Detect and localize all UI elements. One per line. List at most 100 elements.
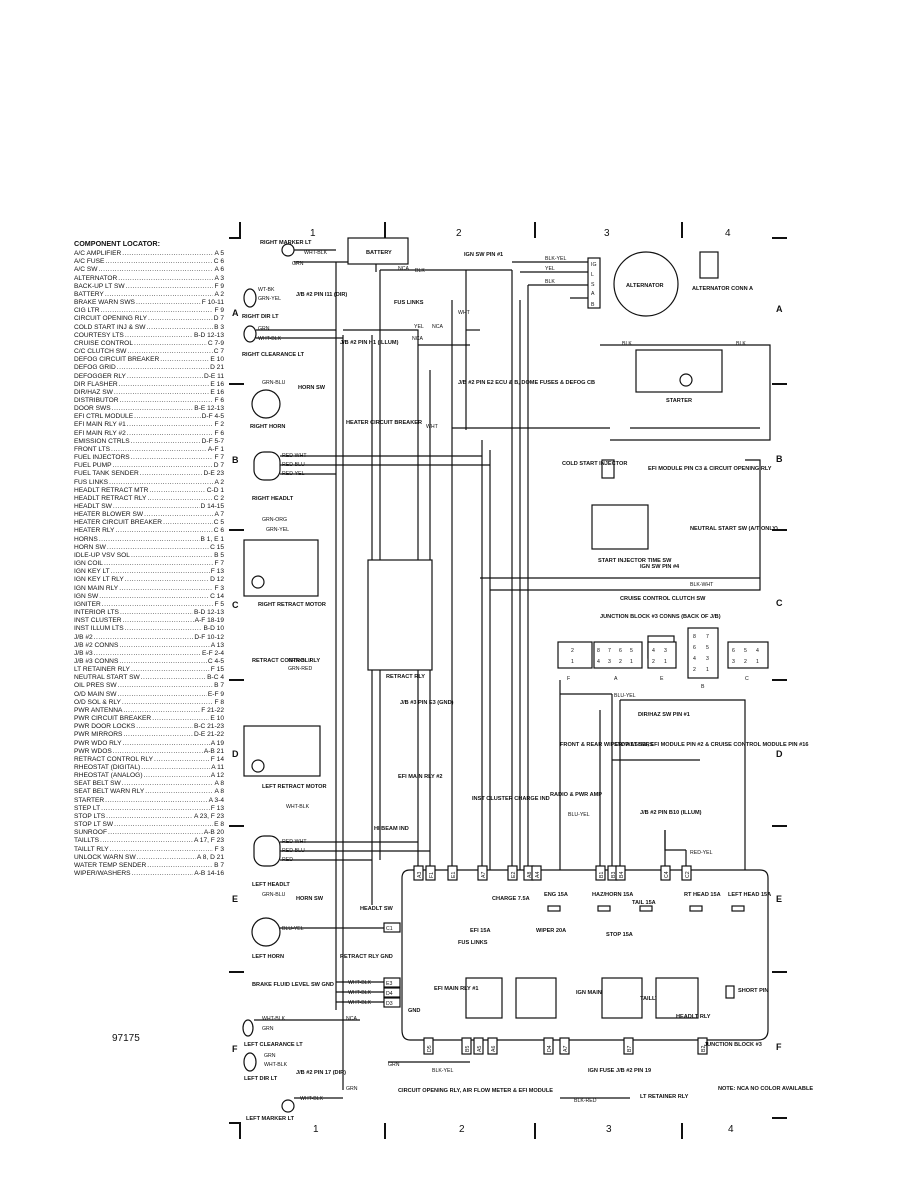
fuse-stop-label: STOP 15A xyxy=(606,932,633,938)
col-label-4-bottom: 4 xyxy=(728,1124,734,1135)
wire-label-wht-blk-9: WHT-BLK xyxy=(300,1096,324,1102)
right-front-lights: RIGHT MARKER LT WHT-BLK GRN WT-BK GRN-YE… xyxy=(242,240,399,358)
locator-component-name: J/B #3 xyxy=(74,649,93,657)
locator-component-name: PWR WDOS xyxy=(74,747,112,755)
locator-grid-ref: A 8 xyxy=(214,780,224,788)
pin-terminal xyxy=(531,865,542,881)
jb3-top-pin-label: B1 xyxy=(599,872,605,878)
locator-row: SEAT BELT WARN RLYA 8 xyxy=(74,788,224,796)
locator-grid-ref: C 7-9 xyxy=(207,339,224,347)
starter-label: STARTER xyxy=(666,398,692,404)
locator-component-name: J/B #3 CONNS xyxy=(74,657,119,665)
conn-f-pin-1: 1 xyxy=(571,659,574,665)
locator-row: HEADLT RETRACT RLYC 2 xyxy=(74,495,224,503)
corner-mark-top-left xyxy=(229,222,241,239)
battery: BATTERY NCA BLK FUS LINKS YEL NCA NCA xyxy=(347,237,443,342)
locator-component-name: FRONT LTS xyxy=(74,445,111,453)
starter-box xyxy=(635,349,723,393)
wire-label-blk-2: BLK xyxy=(545,279,555,285)
locator-grid-ref: B 1, E 1 xyxy=(200,535,224,543)
locator-row: LT RETAINER RLYF 15 xyxy=(74,666,224,674)
locator-grid-ref: B-D 10 xyxy=(203,625,224,633)
left-horn-label: LEFT HORN xyxy=(252,954,284,960)
horn-sw-top-label: HORN SW xyxy=(298,385,326,391)
conn-c-pin: 1 xyxy=(756,659,759,665)
locator-component-name: CIG LTR xyxy=(74,307,100,315)
conn-a-pin: 4 xyxy=(597,659,600,665)
locator-grid-ref: F 6 xyxy=(214,429,224,437)
conn-c-pin: 3 xyxy=(732,659,735,665)
wire-label-grn-red-1: GRN-RED xyxy=(288,666,312,672)
locator-grid-ref: B 5 xyxy=(214,551,224,559)
locator-component-name: UNLOCK WARN SW xyxy=(74,853,136,861)
headlt-rly-box xyxy=(655,977,699,1019)
col-label-4-top: 4 xyxy=(725,228,731,239)
wire-label-grn-2: GRN xyxy=(258,326,270,332)
conn-b-pin: 7 xyxy=(706,634,709,640)
locator-grid-ref: C 14 xyxy=(210,592,224,600)
locator-grid-ref: A 12 xyxy=(210,772,224,780)
locator-component-name: FUEL TANK SENDER xyxy=(74,470,139,478)
conn-a-box xyxy=(593,641,643,669)
front-rear-wiper-label: FRONT & REAR WIPER/ WASHERS xyxy=(560,742,654,748)
row-label-b-right: B xyxy=(776,454,783,464)
pin-terminal xyxy=(425,865,436,881)
locator-component-name: A/C AMPLIFIER xyxy=(74,250,122,258)
locator-grid-ref: C 15 xyxy=(210,543,224,551)
wire-label-wht-blk-1: WHT-BLK xyxy=(304,250,328,256)
fuse-rt-head-label: RT HEAD 15A xyxy=(684,892,721,898)
locator-component-name: IDLE-UP VSV SOL xyxy=(74,551,130,559)
pin-terminal xyxy=(660,865,671,881)
neutral-start-sw-label: NEUTRAL START SW (A/T ONLY) xyxy=(690,526,778,532)
left-clearance-lt-label: LEFT CLEARANCE LT xyxy=(244,1042,303,1048)
locator-grid-ref: B 3 xyxy=(214,323,224,331)
pin-terminal xyxy=(697,1037,708,1055)
locator-grid-ref: A-B 20 xyxy=(203,829,224,837)
starter-motor-icon xyxy=(679,373,693,387)
locator-component-name: HEADLT SW xyxy=(74,503,112,510)
jb3-left-pin-label: D3 xyxy=(386,1001,393,1007)
locator-heading: COMPONENT LOCATOR: xyxy=(74,239,160,248)
battery-box xyxy=(347,237,409,265)
locator-grid-ref: E-F 9 xyxy=(207,690,224,698)
jb3-top-pin-label: B4 xyxy=(619,872,625,878)
locator-row: O/D SOL & RLYF 8 xyxy=(74,699,224,707)
jb3-left-pin-label: E3 xyxy=(386,981,392,987)
locator-component-name: DOOR SWS xyxy=(74,405,111,413)
row-label-d-left: D xyxy=(232,749,239,759)
locator-component-name: EFI MAIN RLY #1 xyxy=(74,421,126,429)
locator-component-name: HEADLT RETRACT MTR xyxy=(74,486,149,494)
locator-grid-ref: F 10-11 xyxy=(201,299,224,307)
locator-grid-ref: F 9 xyxy=(214,282,224,290)
locator-row: IDLE-UP VSV SOL B 5 xyxy=(74,552,224,560)
fuse-left-head-icon xyxy=(731,905,745,912)
locator-row: DEFOGGER RLYD-E 11 xyxy=(74,373,224,381)
locator-grid-ref: F 9 xyxy=(214,307,224,315)
locator-row: HEATER BLOWER SWA 7 xyxy=(74,511,224,519)
right-dir-lt-icon xyxy=(243,288,257,308)
locator-grid-ref: D 21 xyxy=(210,364,224,372)
right-marker-lt-label: RIGHT MARKER LT xyxy=(260,240,312,246)
wire-label-wht-blk-2: WHT-BLK xyxy=(258,336,282,342)
right-horn-icon xyxy=(251,389,281,419)
locator-component-name: CRUISE CONTROL xyxy=(74,339,133,347)
row-label-c-right: C xyxy=(776,598,783,608)
locator-component-name: PWR MIRRORS xyxy=(74,731,123,739)
locator-grid-ref: A 6 xyxy=(214,266,224,274)
alt-pin-b: B xyxy=(591,302,595,308)
wire-label-blk-wht-1: BLK-WHT xyxy=(690,582,714,588)
wire-label-nca-3: NCA xyxy=(412,336,423,342)
pin-terminal xyxy=(423,1037,434,1055)
locator-grid-ref: F 13 xyxy=(210,804,224,812)
row-label-a-left: A xyxy=(232,308,239,318)
locator-grid-ref: F 3 xyxy=(214,584,224,592)
alt-pin-s: S xyxy=(591,282,595,288)
locator-grid-ref: B-E 12-13 xyxy=(194,405,224,413)
locator-grid-ref: A 23, F 23 xyxy=(193,812,224,820)
conn-b-pin: 5 xyxy=(706,645,709,651)
retract-group: GRN-ORG GRN-YEL RIGHT RETRACT MOTOR RETR… xyxy=(243,517,454,706)
locator-row: UNLOCK WARN SWA 8, D 21 xyxy=(74,854,224,862)
locator-row: IGN KEY LTF 13 xyxy=(74,568,224,576)
locator-grid-ref: A 3 xyxy=(214,274,224,282)
left-headlt-label: LEFT HEADLT xyxy=(252,882,290,888)
